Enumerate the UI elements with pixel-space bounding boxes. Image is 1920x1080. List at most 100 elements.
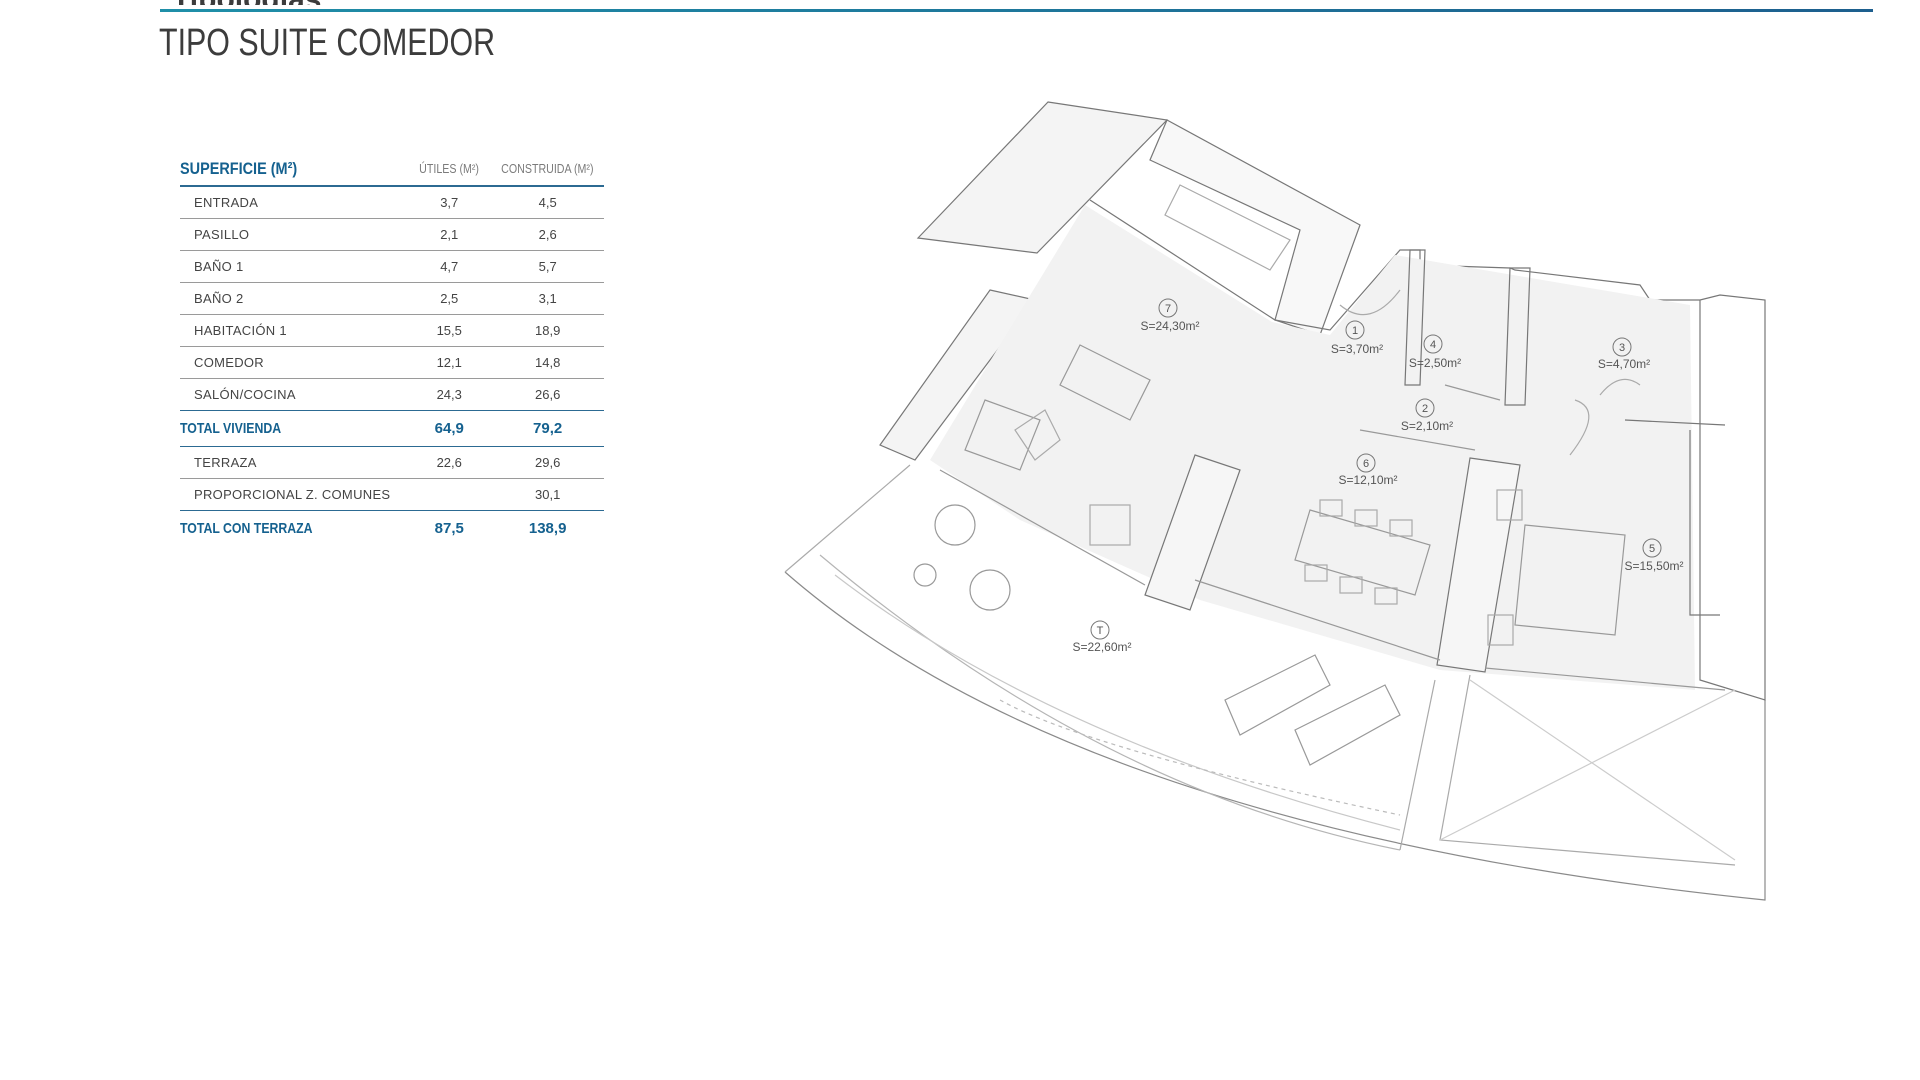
room-label-1: 1 S=3,70m²	[1331, 320, 1383, 356]
unit-outline	[1089, 199, 1766, 701]
row-construida: 5,7	[538, 258, 557, 274]
terrace-left-edge	[784, 464, 911, 573]
terrace-chair-2	[969, 569, 1011, 611]
svg-text:6: 6	[1363, 458, 1369, 470]
terrace-divider	[1399, 674, 1736, 866]
total-terraza-row: TOTAL CON TERRAZA 87,5 138,9	[180, 510, 604, 546]
row-construida: 14,8	[535, 354, 561, 370]
row-label: BAÑO 1	[194, 258, 244, 274]
coffee-table	[1014, 409, 1061, 461]
bath-walls-3	[1624, 419, 1726, 616]
row-label: SALÓN/COCINA	[194, 386, 296, 402]
sun-lounger-2	[1294, 684, 1401, 766]
row-utiles: 2,1	[440, 226, 459, 242]
row-label: PASILLO	[194, 226, 250, 242]
left-wall	[916, 101, 1169, 254]
bedroom-wall	[1436, 457, 1521, 673]
col-construida: CONSTRUIDA (M²)	[501, 161, 594, 176]
table-row: TERRAZA 22,6 29,6	[180, 446, 604, 478]
row-construida: 30,1	[535, 486, 561, 502]
room-label-6: 6 S=12,10m²	[1338, 453, 1398, 487]
row-label: ENTRADA	[194, 194, 259, 210]
row-label: BAÑO 2	[194, 290, 244, 306]
col-utiles: ÚTILES (M²)	[419, 161, 480, 176]
row-construida: 26,6	[535, 386, 561, 402]
table-heading: SUPERFICIE (M²)	[180, 158, 298, 178]
terrace-outline	[784, 571, 1766, 901]
row-utiles: 24,3	[436, 386, 462, 402]
table-header: SUPERFICIE (M²) ÚTILES (M²) CONSTRUIDA (…	[180, 152, 604, 186]
bath-walls	[1404, 249, 1426, 386]
bath-walls-2	[1504, 267, 1531, 406]
chair	[1089, 504, 1131, 546]
row-label: HABITACIÓN 1	[194, 322, 287, 338]
page-title: TIPO SUITE COMEDOR	[159, 22, 496, 64]
svg-text:S=15,50m²: S=15,50m²	[1624, 559, 1683, 573]
room-label-5: 5 S=15,50m²	[1624, 538, 1684, 573]
left-wall-2	[879, 289, 1037, 461]
room-label-3: 3 S=4,70m²	[1598, 337, 1650, 371]
svg-text:S=22,60m²: S=22,60m²	[1072, 640, 1131, 654]
room-label-7: 7 S=24,30m²	[1140, 298, 1200, 333]
table-row: ENTRADA 3,7 4,5	[180, 186, 604, 218]
row-utiles: 12,1	[436, 354, 462, 370]
total-vivienda-utiles: 64,9	[434, 419, 464, 437]
row-utiles: 2,5	[440, 290, 459, 306]
armchair	[964, 399, 1041, 471]
unit-interior-fill	[930, 205, 1695, 690]
kitchen-counter	[1164, 184, 1291, 271]
dining-chairs	[1304, 499, 1413, 605]
table-row: SALÓN/COCINA 24,3 26,6	[180, 378, 604, 410]
sun-lounger	[1224, 654, 1331, 736]
terrace-table	[913, 563, 937, 587]
svg-text:S=3,70m²: S=3,70m²	[1331, 342, 1383, 356]
row-construida: 4,5	[538, 194, 557, 210]
door-swing-2	[1569, 399, 1590, 456]
row-construida: 3,1	[538, 290, 557, 306]
terrace-dashed	[999, 699, 1401, 816]
svg-text:S=2,50m²: S=2,50m²	[1409, 356, 1461, 370]
svg-text:1: 1	[1352, 325, 1358, 337]
svg-text:2: 2	[1422, 403, 1428, 415]
header-rule	[160, 9, 1873, 12]
row-utiles: 22,6	[436, 454, 462, 470]
svg-text:S=24,30m²: S=24,30m²	[1140, 319, 1199, 333]
terrace-diag	[1439, 679, 1736, 861]
svg-text:S=12,10m²: S=12,10m²	[1338, 473, 1397, 487]
nightstand	[1496, 489, 1523, 521]
table-row: HABITACIÓN 1 15,5 18,9	[180, 314, 604, 346]
row-construida: 29,6	[535, 454, 561, 470]
terrace-inner-curve	[819, 554, 1401, 851]
clipped-heading: Tipologías	[172, 0, 321, 5]
nightstand-2	[1487, 614, 1514, 646]
svg-text:3: 3	[1619, 342, 1625, 354]
terrace-chair	[934, 504, 976, 546]
svg-text:S=4,70m²: S=4,70m²	[1598, 357, 1650, 371]
table-row: PASILLO 2,1 2,6	[180, 218, 604, 250]
total-terraza-utiles: 87,5	[434, 519, 464, 537]
table-row: PROPORCIONAL Z. COMUNES 30,1	[180, 478, 604, 510]
room-label-2: 2 S=2,10m²	[1401, 398, 1453, 433]
row-label: PROPORCIONAL Z. COMUNES	[194, 486, 391, 502]
door-swing	[1339, 289, 1401, 316]
svg-text:4: 4	[1430, 339, 1436, 351]
sofa	[1059, 344, 1151, 421]
central-wall	[1144, 454, 1241, 611]
row-label: TERRAZA	[194, 454, 257, 470]
row-utiles: 15,5	[436, 322, 462, 338]
table-row: BAÑO 1 4,7 5,7	[180, 250, 604, 282]
row-utiles: 4,7	[440, 258, 459, 274]
svg-text:5: 5	[1649, 543, 1655, 555]
room-label-terrace: T S=22,60m²	[1072, 620, 1132, 654]
terrace-inner-curve-2	[834, 574, 1401, 831]
total-vivienda-construida: 79,2	[533, 419, 563, 437]
glazing-2	[1359, 384, 1501, 451]
total-vivienda-label: TOTAL VIVIENDA	[180, 419, 282, 437]
table-row: COMEDOR 12,1 14,8	[180, 346, 604, 378]
row-label: COMEDOR	[194, 354, 264, 370]
room-label-4: 4 S=2,50m²	[1409, 334, 1461, 370]
area-table: SUPERFICIE (M²) ÚTILES (M²) CONSTRUIDA (…	[180, 152, 604, 546]
total-terraza-construida: 138,9	[528, 519, 567, 537]
row-construida: 18,9	[535, 322, 561, 338]
